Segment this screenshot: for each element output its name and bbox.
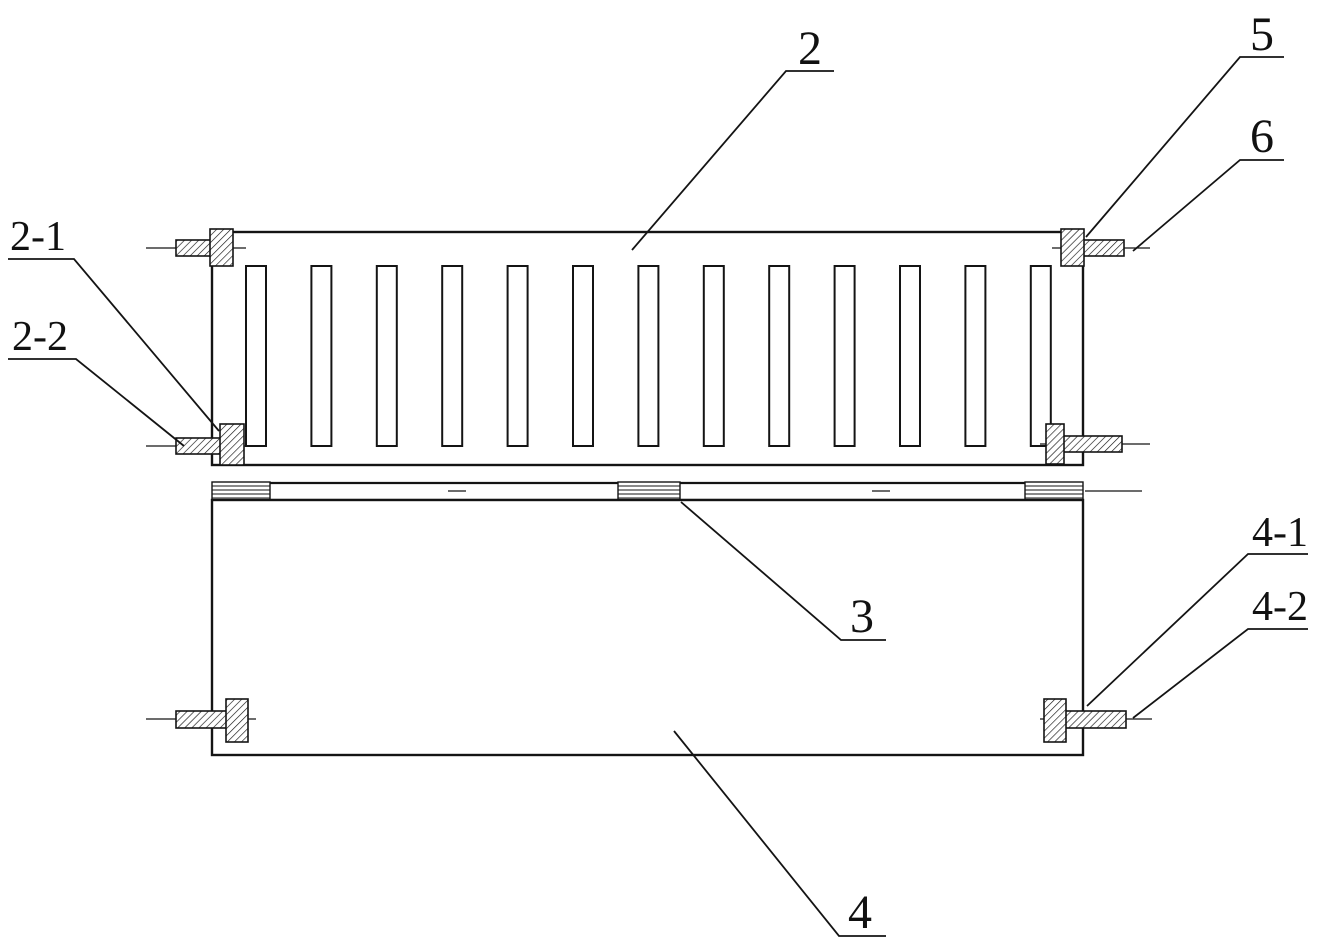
bolt-plate — [1045, 423, 1065, 465]
grille-slot — [1029, 265, 1052, 447]
grille-slot — [375, 265, 398, 447]
fastener-middle-left — [146, 423, 252, 466]
callout-labels: 2 5 6 2-1 2-2 4-1 4-2 3 4 — [8, 8, 1308, 939]
part-label-3: 3 — [850, 590, 874, 643]
leader-line-6 — [1132, 159, 1284, 252]
grille-slot — [441, 265, 464, 447]
grille-slot — [310, 265, 333, 447]
fastener-bottom-left — [146, 698, 256, 743]
bolt-shaft — [1063, 710, 1127, 729]
leader-line-4 — [673, 730, 886, 937]
grille-slot — [572, 265, 594, 447]
bolt-shaft — [1081, 239, 1125, 257]
bolt-plate — [209, 228, 234, 267]
bolt-plate — [219, 423, 245, 466]
lower-panel-outline — [210, 498, 1085, 757]
part-label-4-1: 4-1 — [1252, 510, 1308, 556]
grille-slot — [245, 265, 267, 447]
grille-slots — [245, 265, 1052, 447]
upper-grille-panel — [210, 230, 1085, 467]
grille-slot — [899, 265, 921, 447]
part-label-4: 4 — [848, 886, 872, 939]
strip-block-left — [211, 481, 271, 502]
bolt-shaft — [175, 710, 229, 729]
grille-slot — [506, 265, 529, 447]
grille-slot — [768, 265, 791, 447]
bolt-shaft — [1061, 435, 1123, 453]
bolt-plate — [225, 698, 249, 743]
leader-line-3 — [680, 501, 886, 641]
part-label-2-2: 2-2 — [12, 314, 68, 360]
grille-slot — [833, 265, 856, 447]
grille-slot — [637, 265, 660, 447]
leader-line-2-2 — [8, 358, 185, 447]
middle-strip — [211, 481, 1142, 502]
part-label-2-1: 2-1 — [10, 214, 66, 260]
bolt-plate — [1060, 228, 1085, 267]
leader-line-4-2 — [1132, 628, 1308, 719]
part-label-5: 5 — [1250, 8, 1274, 61]
leader-line-4-1 — [1086, 553, 1308, 707]
fastener-top-right — [1052, 228, 1150, 267]
bolt-plate — [1043, 698, 1067, 743]
grille-slot — [702, 265, 725, 447]
part-label-4-2: 4-2 — [1252, 584, 1308, 630]
fastener-middle-right — [1040, 423, 1150, 465]
fastener-top-left — [146, 228, 246, 267]
strip-block-right — [1024, 481, 1084, 502]
lower-panel — [210, 498, 1085, 757]
grille-slot — [964, 265, 987, 447]
part-label-2: 2 — [798, 22, 822, 75]
strip-block-center — [617, 481, 681, 502]
part-label-6: 6 — [1250, 110, 1274, 163]
fastener-bottom-right — [1040, 698, 1152, 743]
leader-line-2 — [631, 70, 834, 251]
leader-line-5 — [1085, 56, 1284, 238]
bolt-shaft — [175, 239, 215, 257]
leader-line-2-1 — [8, 258, 220, 432]
